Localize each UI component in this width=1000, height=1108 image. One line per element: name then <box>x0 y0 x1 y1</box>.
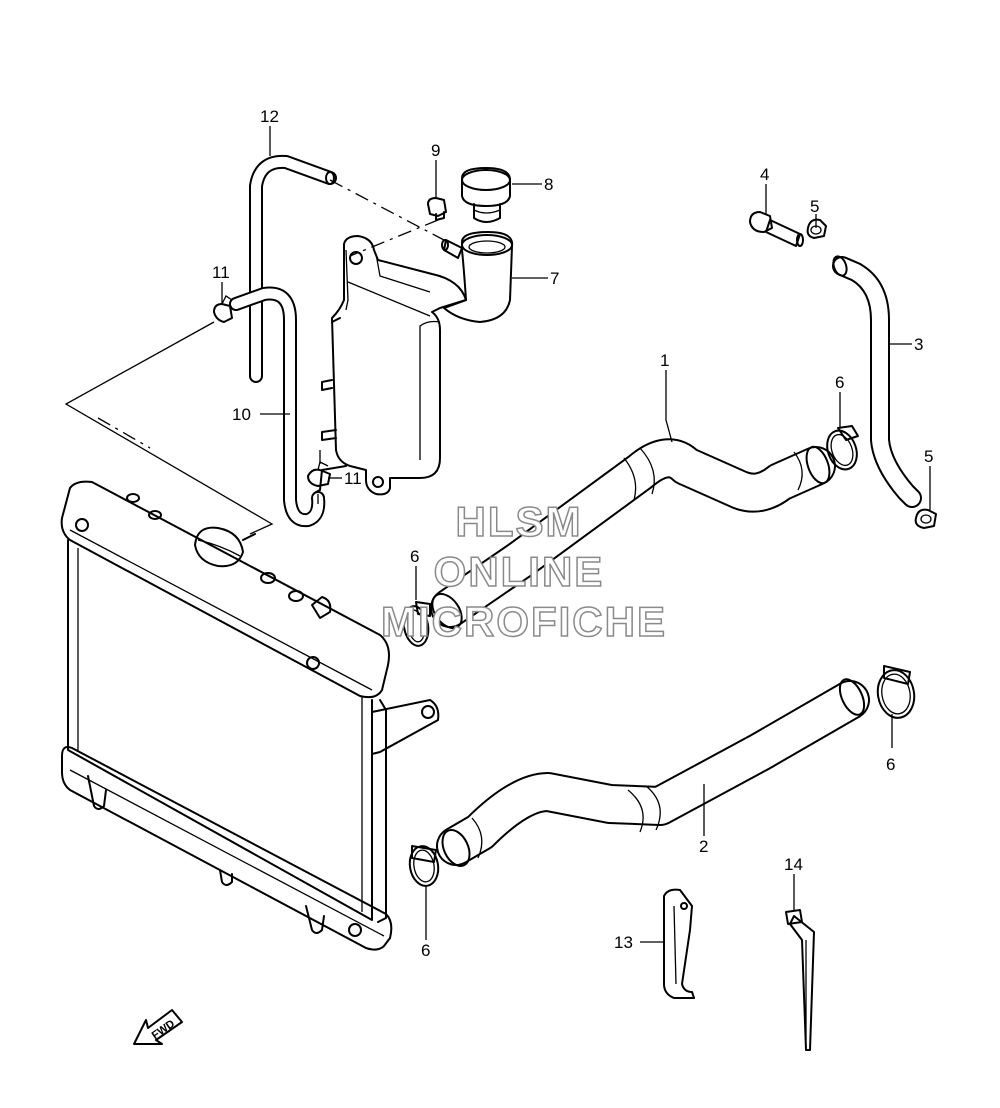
clamp-6-upper-left <box>402 601 431 647</box>
callout-8: 8 <box>544 175 553 194</box>
callout-11-upper: 11 <box>212 263 230 282</box>
callout-13: 13 <box>614 933 633 952</box>
callout-2: 2 <box>699 837 708 856</box>
callout-14: 14 <box>784 855 803 874</box>
dashed-leaders <box>64 179 445 535</box>
hose-12 <box>249 154 337 383</box>
callout-5-upper: 5 <box>810 197 819 216</box>
hose-2 <box>436 678 870 867</box>
watermark-line-1: HLSM <box>456 498 583 545</box>
reservoir-cap <box>461 167 511 223</box>
watermark-line-2: ONLINE <box>434 548 605 595</box>
callout-6-upper-right: 6 <box>835 373 844 392</box>
clamp-11-lower <box>307 461 331 487</box>
callout-6-lower-right: 6 <box>886 755 895 774</box>
callout-11-lower: 11 <box>344 469 362 488</box>
fitting-4 <box>749 211 804 247</box>
fwd-label: FWD <box>150 1018 177 1042</box>
clamp-5-lower <box>914 508 937 529</box>
callout-7: 7 <box>550 269 559 288</box>
callout-10: 10 <box>232 405 251 424</box>
callout-4: 4 <box>760 165 769 184</box>
hose-10 <box>229 286 326 528</box>
clamp-6-lower-left <box>408 845 440 887</box>
clip-13 <box>663 888 695 999</box>
callout-12: 12 <box>260 107 279 126</box>
callout-6-upper-left: 6 <box>410 547 419 566</box>
clamp-6-lower-right <box>876 665 916 719</box>
callout-leaders <box>221 126 931 943</box>
reservoir-tank <box>315 231 514 496</box>
hose-1 <box>430 438 836 630</box>
clamp-5-upper <box>806 218 827 239</box>
watermark-line-3: MICROFICHE <box>381 598 667 645</box>
callout-9: 9 <box>431 141 440 160</box>
tie-14 <box>785 909 815 1051</box>
bolt-9 <box>427 197 447 221</box>
callout-3: 3 <box>914 335 923 354</box>
callout-6-lower-left: 6 <box>421 941 430 960</box>
callout-5-lower: 5 <box>924 447 933 466</box>
watermark: HLSM ONLINE MICROFICHE <box>380 497 667 646</box>
fwd-arrow: FWD <box>133 1009 183 1045</box>
callout-1: 1 <box>660 351 669 370</box>
clamp-6-upper-right <box>826 425 859 471</box>
hose-3 <box>832 255 922 508</box>
callout-labels: 1 2 3 4 5 5 6 6 6 6 7 8 9 10 11 11 12 13… <box>212 107 933 960</box>
radiator <box>60 480 440 951</box>
clamp-11-upper <box>213 295 233 323</box>
